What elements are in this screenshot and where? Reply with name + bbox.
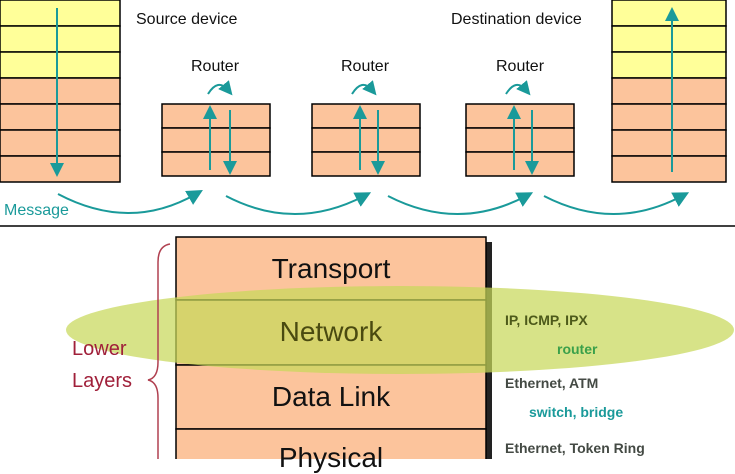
layer-physical-box <box>175 428 487 459</box>
layer-datalink-box <box>175 364 487 430</box>
message-flow-arrows <box>57 190 690 215</box>
lower-layers-label-line2: Layers <box>72 370 133 392</box>
network-device-text: router <box>557 341 598 357</box>
router-stack-3 <box>465 80 575 177</box>
destination-stack <box>611 0 727 183</box>
destination-device-label: Destination device <box>451 11 582 28</box>
layer-transport-label: Transport <box>271 253 391 284</box>
layer-network-label: Network <box>279 316 383 347</box>
layer-datalink-label: Data Link <box>271 381 391 412</box>
router-stack-1 <box>161 80 271 177</box>
router-label-1: Router <box>191 58 240 75</box>
datalink-devices-text: switch, bridge <box>529 404 624 420</box>
router-label-2: Router <box>341 58 390 75</box>
router-label-3: Router <box>496 58 545 75</box>
source-stack <box>0 0 121 183</box>
lower-layers-brace <box>147 243 171 459</box>
router-stack-2 <box>311 80 421 177</box>
source-device-label: Source device <box>136 11 238 28</box>
datalink-protocols-text: Ethernet, ATM <box>505 375 599 391</box>
osi-diagram-canvas <box>0 0 735 459</box>
physical-protocols-text: Ethernet, Token Ring <box>505 440 645 456</box>
layer-physical-label: Physical <box>278 442 384 473</box>
lower-layers-label-line1: Lower <box>72 338 127 360</box>
message-label: Message <box>4 202 69 219</box>
network-highlight-ellipse <box>66 286 734 374</box>
network-protocols-text: IP, ICMP, IPX <box>505 312 588 328</box>
